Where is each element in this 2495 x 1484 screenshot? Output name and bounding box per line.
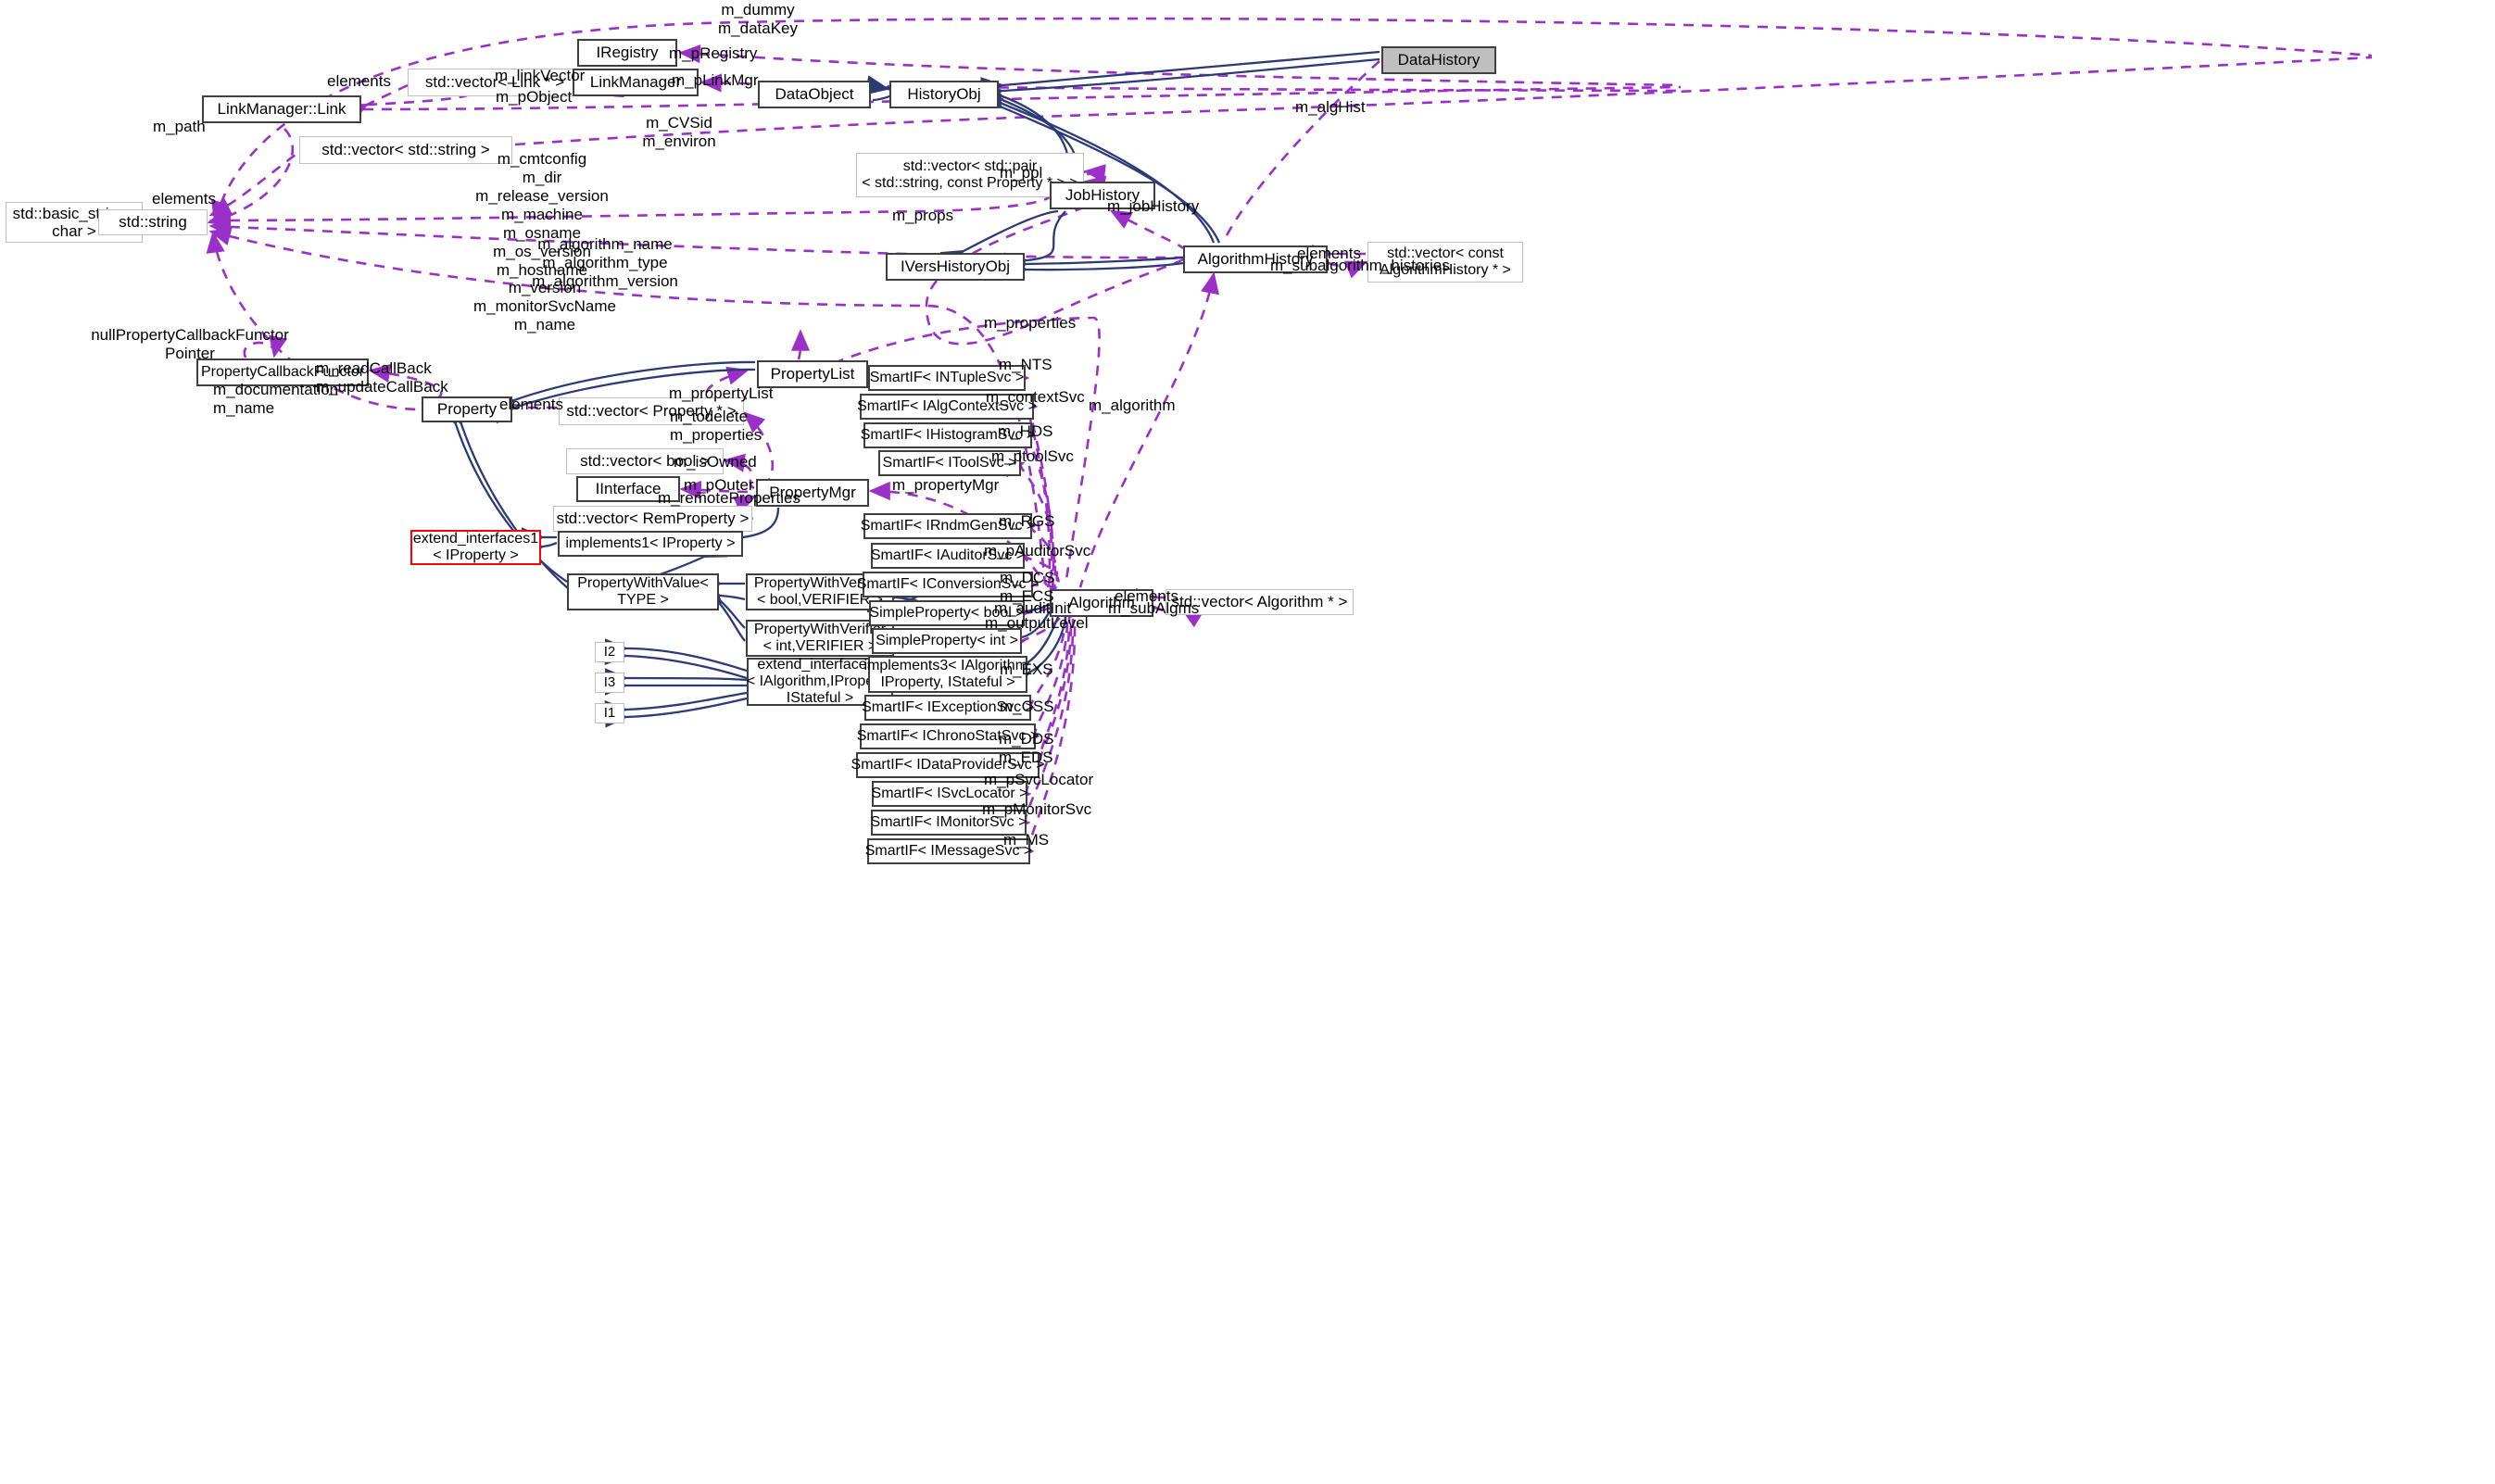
edge-label-lbl_m_CVSid: m_CVSid m_environ xyxy=(642,114,716,151)
edge-label-lbl_elements_str: elements xyxy=(152,190,216,208)
class-node-i1[interactable]: I1 xyxy=(595,703,624,723)
edge-label-lbl_m_DDS: m_DDS m_EDS xyxy=(999,730,1054,767)
class-node-vec_algorithm_ptr[interactable]: std::vector< Algorithm * > xyxy=(1166,589,1354,615)
edge-label-lbl_m_NTS: m_NTS xyxy=(999,356,1052,373)
class-node-vec_const_alghist[interactable]: std::vector< const AlgorithmHistory * > xyxy=(1367,242,1523,283)
class-node-vec_remproperty[interactable]: std::vector< RemProperty > xyxy=(553,506,752,532)
edge-label-lbl_m_pAuditorSvc: m_pAuditorSvc xyxy=(984,542,1091,560)
class-node-std_string[interactable]: std::string xyxy=(98,209,208,235)
edge-label-lbl_m_pSvcLocator: m_pSvcLocator xyxy=(984,771,1094,788)
edge-label-lbl_m_algHist: m_algHist xyxy=(1295,98,1366,116)
edge-label-lbl_m_pMonitorSvc: m_pMonitorSvc xyxy=(982,800,1092,818)
class-node-algorithmhistory[interactable]: AlgorithmHistory xyxy=(1183,245,1328,273)
association-edges xyxy=(206,17,2373,863)
edge-label-lbl_m_propertyMgr: m_propertyMgr xyxy=(892,476,1000,494)
class-node-datahistory[interactable]: DataHistory xyxy=(1381,46,1496,74)
class-node-implements1[interactable]: implements1< IProperty > xyxy=(558,531,743,557)
edge-label-lbl_m_path: m_path xyxy=(153,118,206,135)
edge-label-lbl_elements_prop: elements xyxy=(499,396,563,413)
edge-label-lbl_m_props: m_props xyxy=(892,207,954,224)
class-node-propertylist[interactable]: PropertyList xyxy=(757,360,868,388)
class-node-i3[interactable]: I3 xyxy=(595,673,624,693)
edge-label-lbl_nullptr: nullPropertyCallbackFunctor Pointer xyxy=(91,326,289,363)
edge-label-lbl_m_MS: m_MS xyxy=(1003,831,1050,849)
edge-label-lbl_elements_link: elements xyxy=(327,72,391,90)
class-node-smartif_message[interactable]: SmartIF< IMessageSvc > xyxy=(865,838,1032,864)
edge-label-lbl_m_CSS: m_CSS xyxy=(1000,698,1054,715)
edge-label-lbl_m_dummy: m_dummy m_dataKey xyxy=(718,1,798,38)
class-node-historyobj[interactable]: HistoryObj xyxy=(889,81,999,108)
class-node-smartif_chrono[interactable]: SmartIF< IChronoStatSvc > xyxy=(857,723,1039,749)
class-node-dataobject[interactable]: DataObject xyxy=(758,81,871,108)
edge-label-lbl_m_subAlgms: m_subAlgms xyxy=(1108,599,1200,617)
edge-label-lbl_m_todelete: m_todelete m_properties xyxy=(670,408,762,445)
edge-label-lbl_m_RGS: m_RGS xyxy=(999,512,1055,530)
class-node-pwv_int[interactable]: PropertyWithVerifier < int,VERIFIER > xyxy=(746,620,894,657)
class-node-propertywithvalue[interactable]: PropertyWithValue< TYPE > xyxy=(567,573,719,610)
edge-label-lbl_m_HDS: m_HDS xyxy=(998,422,1053,440)
edge-label-lbl_m_ppl: m_ppl xyxy=(1000,164,1043,182)
edge-label-lbl_m_pObject: m_pObject xyxy=(496,88,573,106)
class-node-iversh[interactable]: IVersHistoryObj xyxy=(886,253,1025,281)
edge-label-lbl_m_properties: m_properties xyxy=(984,314,1077,332)
edge-label-lbl_m_documentation: m_documentation m_name xyxy=(213,381,339,418)
edge-label-lbl_m_algorithm: m_algorithm xyxy=(1089,396,1176,414)
edge-label-lbl_m_pRegistry: m_pRegistry xyxy=(669,44,758,62)
edge-label-lbl_m_EXS: m_EXS xyxy=(1000,660,1053,678)
class-node-i2[interactable]: I2 xyxy=(595,642,624,662)
class-node-iregistry[interactable]: IRegistry xyxy=(577,39,677,67)
edge-label-lbl_m_subalg_hist: m_subalgorithm_histories xyxy=(1270,257,1450,274)
class-node-extend_interfaces1[interactable]: extend_interfaces1 < IProperty > xyxy=(410,530,541,565)
edge-label-lbl_m_linkVector: m_linkVector xyxy=(495,67,586,84)
class-node-linkmanager_link[interactable]: LinkManager::Link xyxy=(202,95,361,123)
edge-label-lbl_m_outputLevel: m_outputLevel xyxy=(985,614,1089,632)
edge-label-lbl_m_contextSvc: m_contextSvc xyxy=(986,388,1085,406)
edge-label-lbl_m_remoteProps: m_remoteProperties xyxy=(658,489,801,507)
class-node-smartif_exc[interactable]: SmartIF< IExceptionSvc > xyxy=(862,695,1034,721)
edge-label-lbl_m_ptoolSvc: m_ptoolSvc xyxy=(991,447,1074,465)
edge-label-lbl_m_isOwned: m_isOwned xyxy=(674,453,757,471)
edge-label-lbl_m_propertyList: m_propertyList xyxy=(669,384,774,402)
edge-label-lbl_m_jobHistory: m_jobHistory xyxy=(1107,197,1200,215)
edge-label-lbl_m_pLinkMgr: m_pLinkMgr xyxy=(672,71,759,89)
edge-label-lbl_ver_fields: m_version m_monitorSvcName m_name xyxy=(473,279,616,334)
